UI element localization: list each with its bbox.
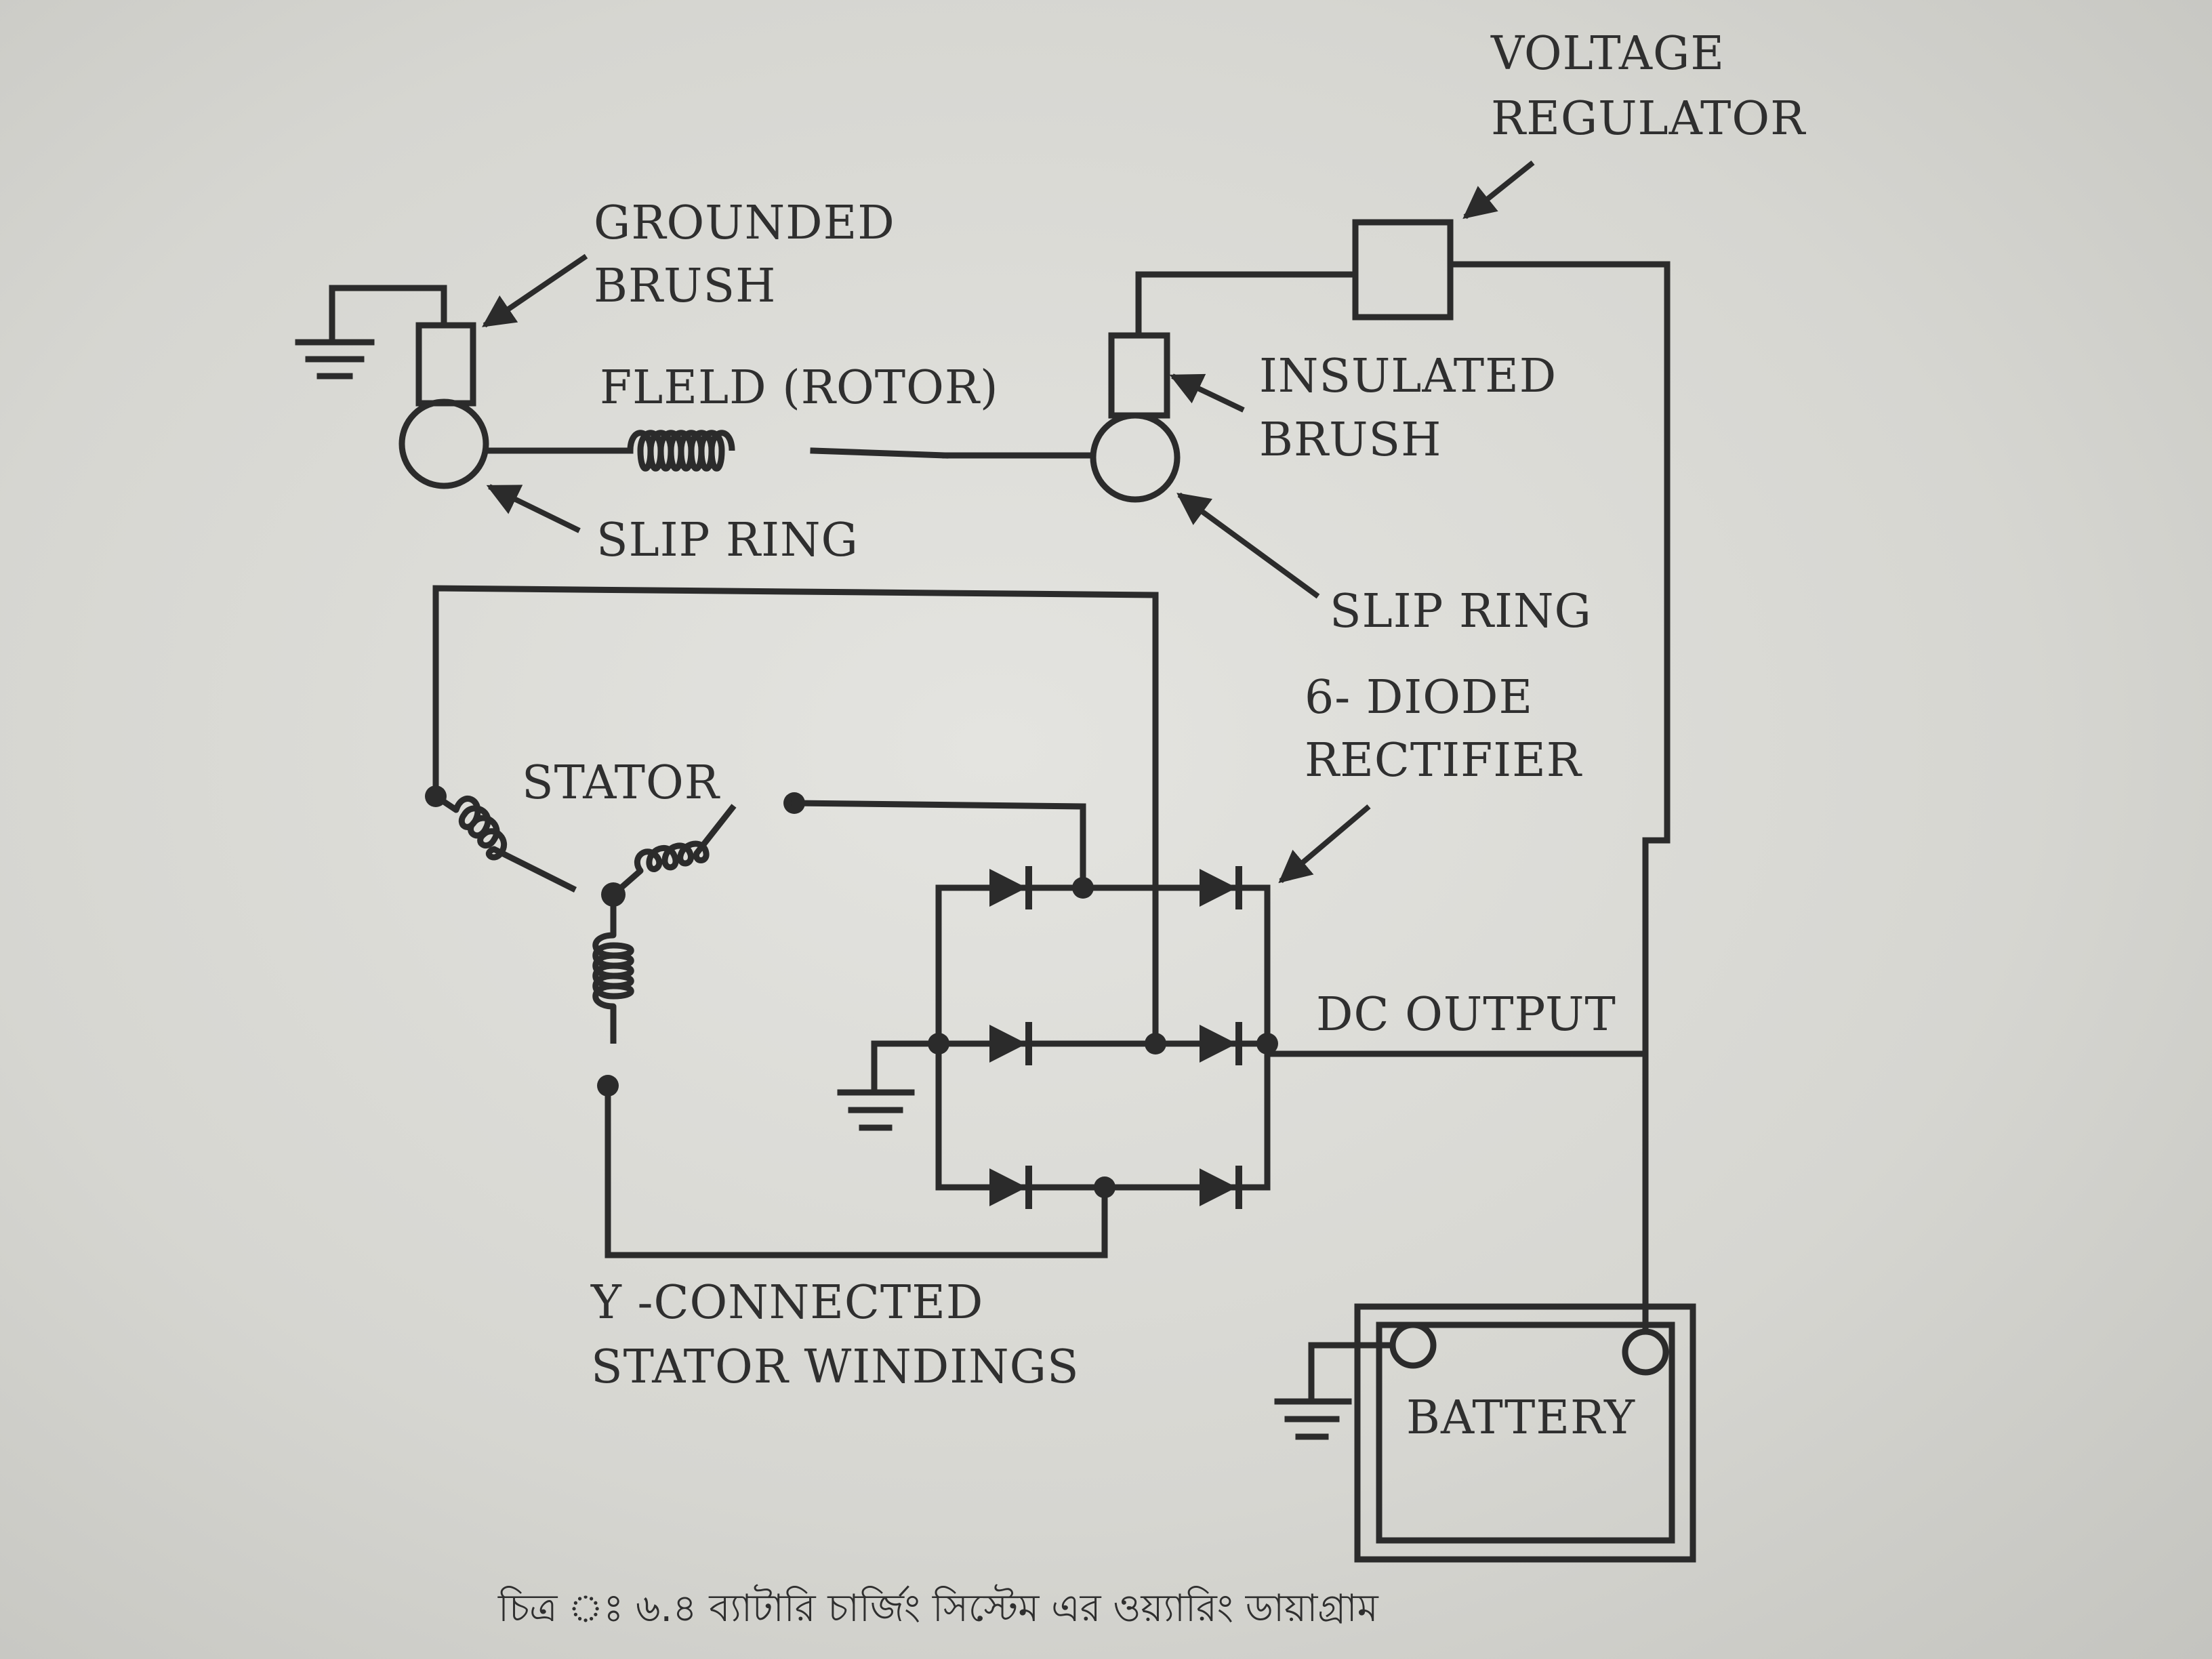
arrow-slip-ring-left	[486, 484, 581, 533]
rotor-section	[295, 219, 1671, 1332]
stator-section	[425, 585, 1159, 1258]
label-battery: BATTERY	[1406, 1391, 1635, 1445]
diode-4	[1200, 1022, 1242, 1065]
stator-top-loop-wire	[432, 585, 1159, 1047]
slip-ring-right	[1090, 412, 1181, 503]
label-stator: STATOR	[522, 756, 720, 810]
label-voltage: VOLTAGE	[1490, 27, 1725, 81]
battery-outer	[1354, 1303, 1696, 1563]
diode-3	[989, 1022, 1032, 1065]
stator-winding-left	[434, 794, 577, 893]
arrow-slip-ring-right	[1176, 492, 1320, 599]
stator-node-center	[601, 882, 626, 907]
label-brush-insulated: BRUSH	[1259, 413, 1441, 467]
rectifier-section	[837, 866, 1649, 1209]
arrow-rectifier	[1278, 804, 1371, 884]
rectifier-node-mid-right	[1256, 1033, 1278, 1054]
label-slip-ring-left: SLIP RING	[596, 514, 859, 567]
brush-to-regulator-wire	[1135, 271, 1359, 339]
label-6-diode: 6- DIODE	[1305, 671, 1533, 724]
arrow-insulated-brush	[1169, 373, 1245, 413]
ground-symbol-left	[295, 285, 375, 380]
rectifier-node-top	[1072, 877, 1094, 899]
field-rotor-coil	[627, 430, 735, 472]
stator-node-left	[425, 785, 447, 807]
rectifier-node-mid-center	[1145, 1033, 1166, 1054]
label-insulated: INSULATED	[1259, 350, 1557, 403]
label-field-rotor: FLELD (ROTOR)	[600, 361, 999, 415]
label-rectifier: RECTIFIER	[1305, 734, 1582, 787]
diode-1	[989, 866, 1032, 909]
battery-terminal-positive	[1622, 1328, 1669, 1376]
label-y-connected: Y -CONNECTED	[590, 1276, 983, 1330]
battery-section	[1274, 1303, 1696, 1563]
slip-ring-left	[398, 398, 489, 489]
diode-6	[1200, 1166, 1242, 1209]
label-slip-ring-right: SLIP RING	[1330, 585, 1592, 638]
ground-symbol-rectifier	[837, 1040, 942, 1131]
rectifier-node-bottom	[1094, 1176, 1115, 1198]
regulator-to-battery-wire	[1447, 261, 1671, 1332]
arrow-voltage-regulator	[1462, 160, 1535, 220]
voltage-regulator	[1352, 219, 1454, 321]
stator-right-lead-wire	[791, 800, 1086, 891]
stator-winding-right	[611, 804, 737, 897]
insulated-brush	[1108, 332, 1170, 419]
label-dc-output: DC OUTPUT	[1316, 988, 1616, 1042]
figure-caption: চিত্র ঃ ৬.৪ ব্যাটারি চার্জিং সিস্টেম এর …	[497, 1584, 1379, 1631]
label-brush-grounded: BRUSH	[594, 260, 776, 313]
diode-2	[1200, 866, 1242, 909]
battery-terminal-negative	[1389, 1322, 1437, 1369]
ground-symbol-battery	[1274, 1342, 1396, 1440]
battery-inner	[1376, 1322, 1675, 1544]
arrow-grounded-brush	[482, 253, 588, 328]
diode-5	[989, 1166, 1032, 1209]
stator-winding-vertical	[592, 895, 634, 1044]
label-stator-windings: STATOR WINDINGS	[591, 1340, 1080, 1394]
stator-bottom-lead-wire	[605, 1082, 1108, 1258]
labels: VOLTAGE REGULATOR GROUNDED BRUSH FLELD (…	[497, 27, 1806, 1631]
pointer-arrows	[482, 160, 1535, 884]
label-regulator: REGULATOR	[1491, 92, 1806, 146]
label-grounded: GROUNDED	[594, 197, 895, 250]
grounded-brush	[415, 322, 476, 407]
ground-wire-left	[329, 285, 447, 329]
